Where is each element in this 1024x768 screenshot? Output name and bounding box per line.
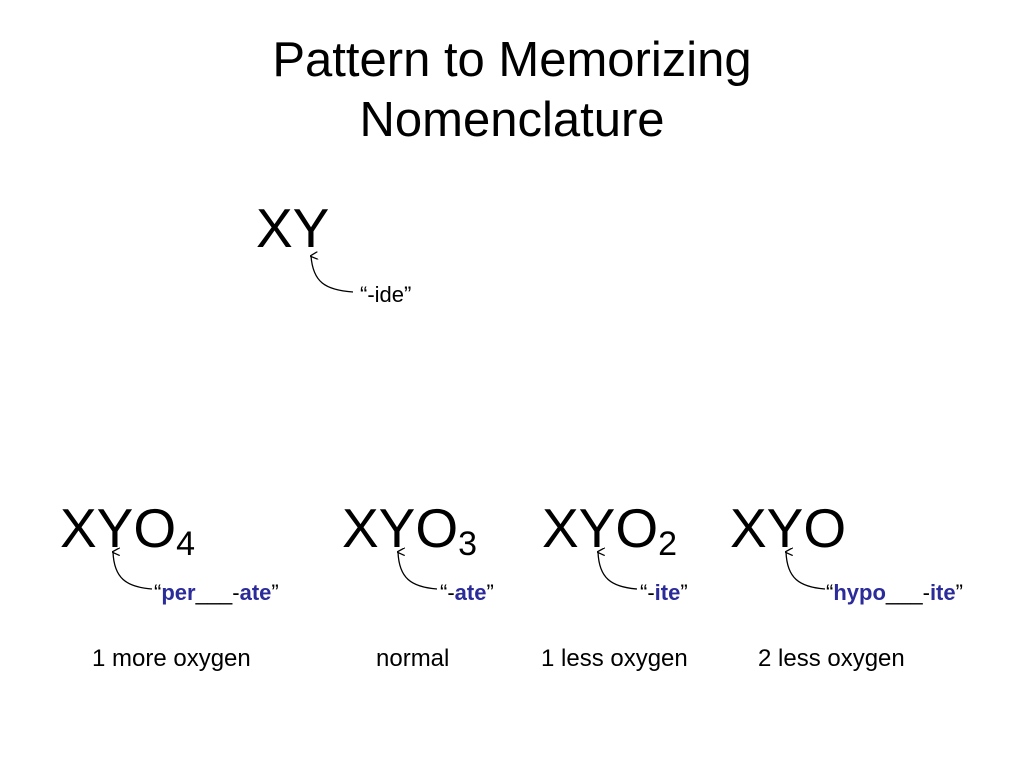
formula-xyo4: XYO4 <box>60 497 195 561</box>
suffix-ite: “-ite” <box>640 580 688 606</box>
arrow-per-ate <box>113 552 153 590</box>
dash: - <box>447 580 455 605</box>
dash: - <box>922 580 930 605</box>
ending-ite: ite <box>929 580 956 605</box>
suffix-per-ate: “per___-ate” <box>154 580 279 606</box>
description-1-less-oxygen: 1 less oxygen <box>541 645 688 672</box>
quote-open: “ <box>154 580 162 605</box>
formula-subscript: 4 <box>176 525 196 563</box>
formula-xyo2: XYO2 <box>542 497 677 561</box>
quote-close: ” <box>680 580 688 605</box>
ending-ite: ite <box>654 580 681 605</box>
formula-xyo3: XYO3 <box>342 497 477 561</box>
formula-base: XYO <box>60 497 177 559</box>
arrow-ide <box>311 256 354 293</box>
arrow-ite <box>598 552 638 590</box>
quote-open: “ <box>440 580 448 605</box>
suffix-ate: “-ate” <box>440 580 494 606</box>
formula-base: XYO <box>342 497 459 559</box>
ending-ate: ate <box>454 580 487 605</box>
blank: ___ <box>885 580 923 605</box>
slide-title: Pattern to Memorizing Nomenclature <box>0 30 1024 150</box>
formula-base: XYO <box>542 497 659 559</box>
description-1-more-oxygen: 1 more oxygen <box>92 645 251 672</box>
blank: ___ <box>195 580 233 605</box>
formula-subscript: 2 <box>658 525 678 563</box>
description-normal: normal <box>376 645 450 672</box>
prefix-per: per <box>161 580 196 605</box>
suffix-ide: “-ide” <box>360 282 412 307</box>
dash: - <box>647 580 655 605</box>
title-line-2: Nomenclature <box>359 93 665 147</box>
quote-close: ” <box>271 580 279 605</box>
ending-ate: ate <box>239 580 272 605</box>
description-2-less-oxygen: 2 less oxygen <box>758 645 905 672</box>
formula-subscript: 3 <box>458 525 478 563</box>
arrow-ate <box>398 552 438 590</box>
dash: - <box>232 580 240 605</box>
quote-open: “ <box>826 580 834 605</box>
quote-close: ” <box>486 580 494 605</box>
arrow-hypo-ite <box>786 552 826 590</box>
quote-open: “ <box>640 580 648 605</box>
quote-close: ” <box>955 580 963 605</box>
title-line-1: Pattern to Memorizing <box>272 33 752 87</box>
formula-base: XYO <box>730 497 847 559</box>
suffix-hypo-ite: “hypo___-ite” <box>826 580 963 606</box>
formula-xyo: XYO <box>730 498 846 558</box>
prefix-hypo: hypo <box>833 580 886 605</box>
formula-xy: XY <box>256 197 330 259</box>
